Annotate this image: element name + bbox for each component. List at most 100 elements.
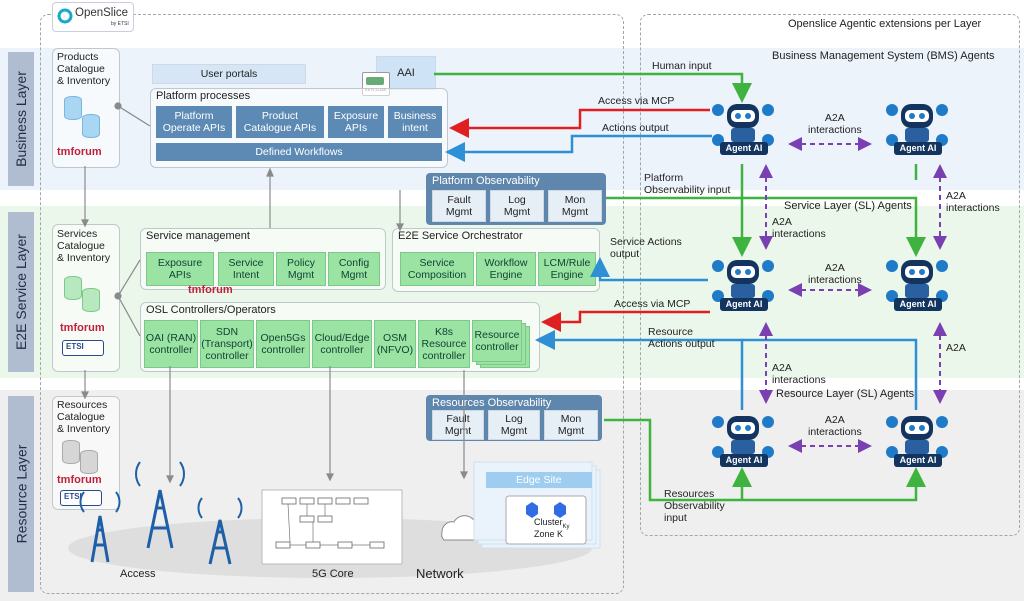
cluster-label: ClusterKy	[534, 517, 570, 530]
sl-agent-left[interactable]: Agent AI	[710, 254, 776, 316]
tmforum-logo: tmforum	[188, 284, 233, 296]
rl-agents-title: Resource Layer (SL) Agents	[776, 388, 915, 400]
openslice-logo-icon	[57, 8, 73, 24]
access-label: Access	[120, 568, 156, 580]
purple-a2a-arrows	[759, 137, 947, 453]
agent-ai-label: Agent AI	[894, 298, 942, 311]
robot-icon	[886, 416, 948, 458]
orchestrator-title: E2E Service Orchestrator	[398, 230, 523, 242]
rl-agent-left[interactable]: Agent AI	[710, 410, 776, 472]
database-icon	[80, 450, 98, 474]
internal-connectors	[81, 102, 468, 484]
blue-arrows	[445, 134, 918, 410]
zone-label: Zone K	[534, 529, 564, 539]
controllers-title: OSL Controllers/Operators	[146, 304, 276, 316]
platform-processes-title: Platform processes	[156, 90, 251, 102]
actions-output-label: Actions output	[602, 122, 669, 134]
red-arrows	[449, 108, 710, 332]
agent-ai-label: Agent AI	[894, 142, 942, 155]
agent-ai-label: Agent AI	[720, 298, 768, 311]
kubernetes-icon	[554, 502, 566, 518]
database-icon	[64, 96, 82, 120]
database-icon	[62, 440, 80, 464]
sl-agent-right[interactable]: Agent AI	[884, 254, 950, 316]
robot-icon	[712, 260, 774, 302]
service-layer-label: E2E Service Layer	[8, 212, 34, 372]
oai-ran-controller[interactable]: OAI (RAN)controller	[144, 320, 198, 368]
sdn-transport-controller[interactable]: SDN(Transport)controller	[200, 320, 254, 368]
bms-agents-title: Business Management System (BMS) Agents	[772, 50, 995, 62]
network-label: Network	[416, 566, 464, 581]
human-input-label: Human input	[652, 60, 712, 72]
bms-agent-left[interactable]: Agent AI	[710, 98, 776, 160]
tmforum-logo: tmforum	[60, 322, 105, 334]
tmforum-logo: tmforum	[57, 474, 102, 486]
tmforum-logo: tmforum	[57, 146, 102, 158]
database-icon	[64, 276, 82, 300]
service-management-title: Service management	[146, 230, 250, 242]
agentic-container	[640, 14, 1020, 536]
agent-ai-label: Agent AI	[720, 454, 768, 467]
business-layer-label: Business Layer	[8, 52, 34, 186]
agentic-title: Openslice Agentic extensions per Layer	[788, 18, 982, 30]
user-portals[interactable]: User portals	[152, 64, 306, 84]
osm-nfvo[interactable]: OSM(NFVO)	[374, 320, 416, 368]
agent-ai-label: Agent AI	[894, 454, 942, 467]
edge-site-header	[486, 472, 592, 488]
products-catalogue-panel	[52, 48, 120, 168]
edge-site-label: Edge Site	[516, 474, 562, 486]
cell-tower-icon	[79, 491, 121, 563]
database-icon	[82, 288, 100, 312]
cell-tower-icon	[135, 461, 185, 549]
logo-text: OpenSlice	[75, 7, 129, 19]
access-mcp-label-2: Access via MCP	[614, 298, 691, 310]
etsi-logo: ETSI	[62, 340, 104, 356]
rl-agent-right[interactable]: Agent AI	[884, 410, 950, 472]
a2a-label: A2A	[946, 342, 966, 354]
logo-sub: by ETSI	[111, 21, 129, 27]
agent-ai-label: Agent AI	[720, 142, 768, 155]
openslice-container	[40, 14, 624, 594]
defined-workflows[interactable]: Defined Workflows	[156, 143, 442, 161]
robot-icon	[886, 104, 948, 146]
5g-core-label: 5G Core	[312, 568, 354, 580]
kubernetes-icon	[526, 502, 538, 518]
bms-agent-right[interactable]: Agent AI	[884, 98, 950, 160]
sl-agents-title: Service Layer (SL) Agents	[784, 200, 912, 212]
